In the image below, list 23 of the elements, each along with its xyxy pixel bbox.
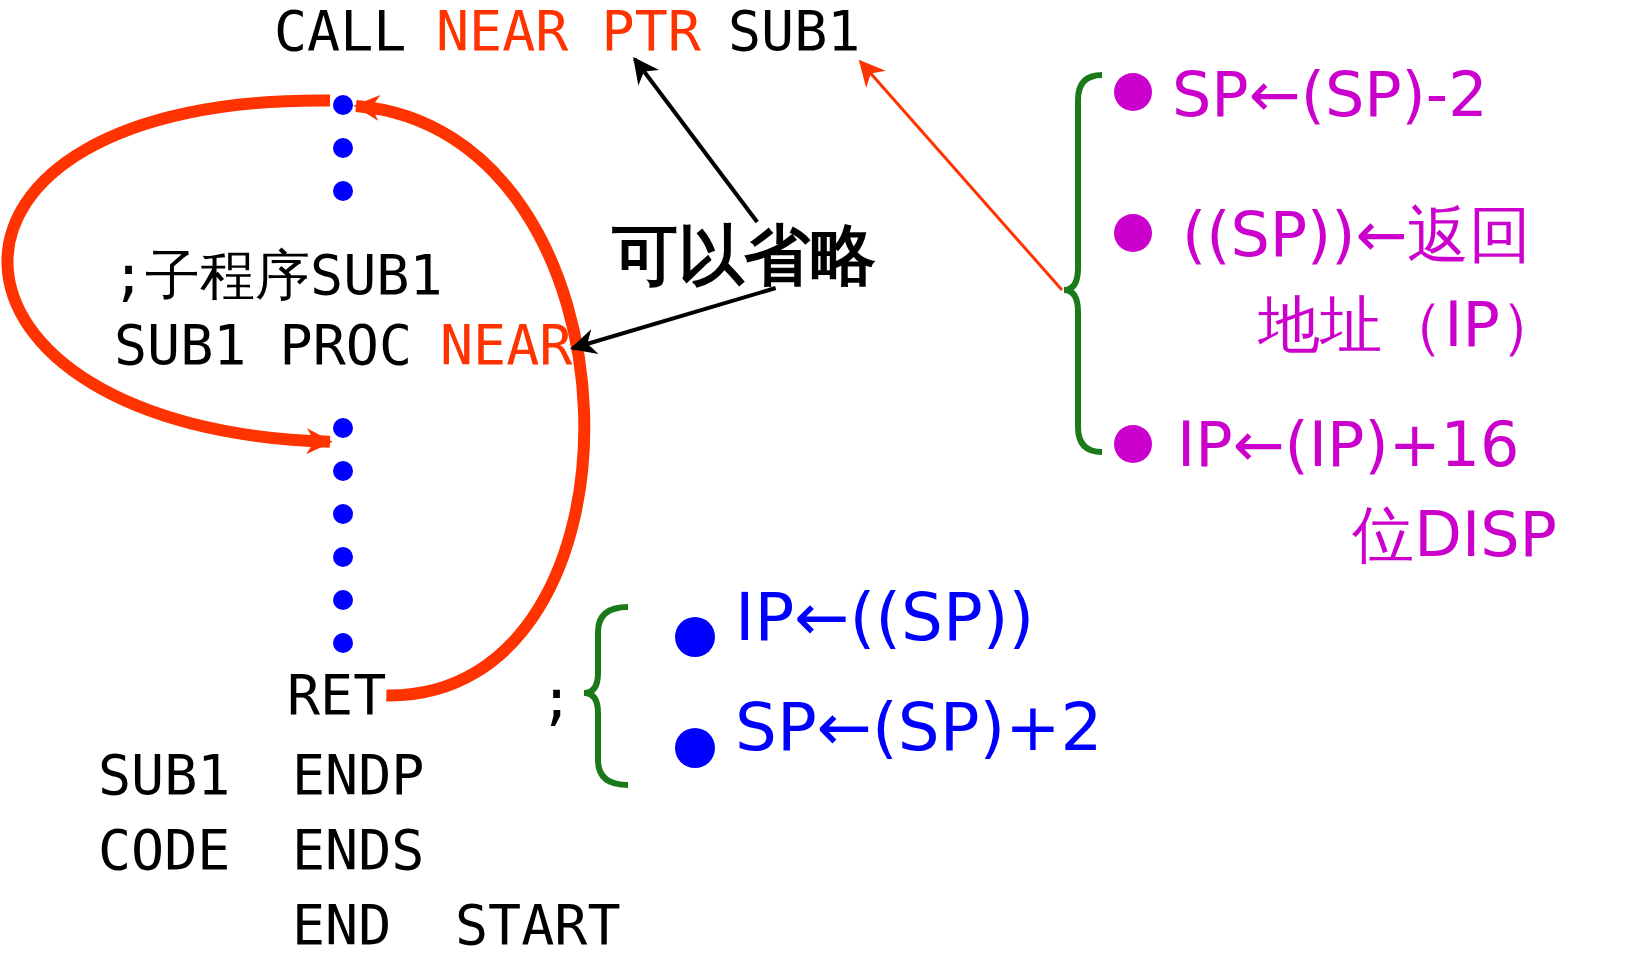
code-text: ENDS bbox=[292, 823, 425, 878]
code-text: START bbox=[455, 898, 621, 953]
list-item-text: ((SP))←返回地址（IP） bbox=[1182, 197, 1562, 363]
code-text: ENDP bbox=[292, 748, 425, 803]
code-text: RET bbox=[287, 668, 387, 723]
list-item-text: IP←(IP)+16位DISP bbox=[1177, 407, 1557, 573]
annotation-text: 可以省略 bbox=[612, 222, 876, 288]
arrow bbox=[858, 59, 1064, 291]
code-text: SUB1 PROC bbox=[114, 318, 412, 373]
arrow bbox=[633, 56, 759, 224]
register-operation-text: SP←(SP)+2 bbox=[735, 695, 1103, 761]
code-text: ;子程序SUB1 bbox=[112, 248, 443, 303]
code-text: NEAR PTR bbox=[436, 4, 701, 59]
dotted-line bbox=[330, 418, 356, 656]
code-text: SUB1 bbox=[728, 4, 861, 59]
arrow bbox=[2, 94, 333, 453]
list-item-text: SP←(SP)-2 bbox=[1172, 57, 1489, 133]
arrow bbox=[569, 286, 777, 355]
register-operation-text: IP←((SP)) bbox=[735, 585, 1035, 651]
code-text: CODE bbox=[98, 823, 231, 878]
code-text: CALL bbox=[274, 4, 407, 59]
code-text: SUB1 bbox=[98, 748, 231, 803]
code-text: END bbox=[292, 898, 392, 953]
